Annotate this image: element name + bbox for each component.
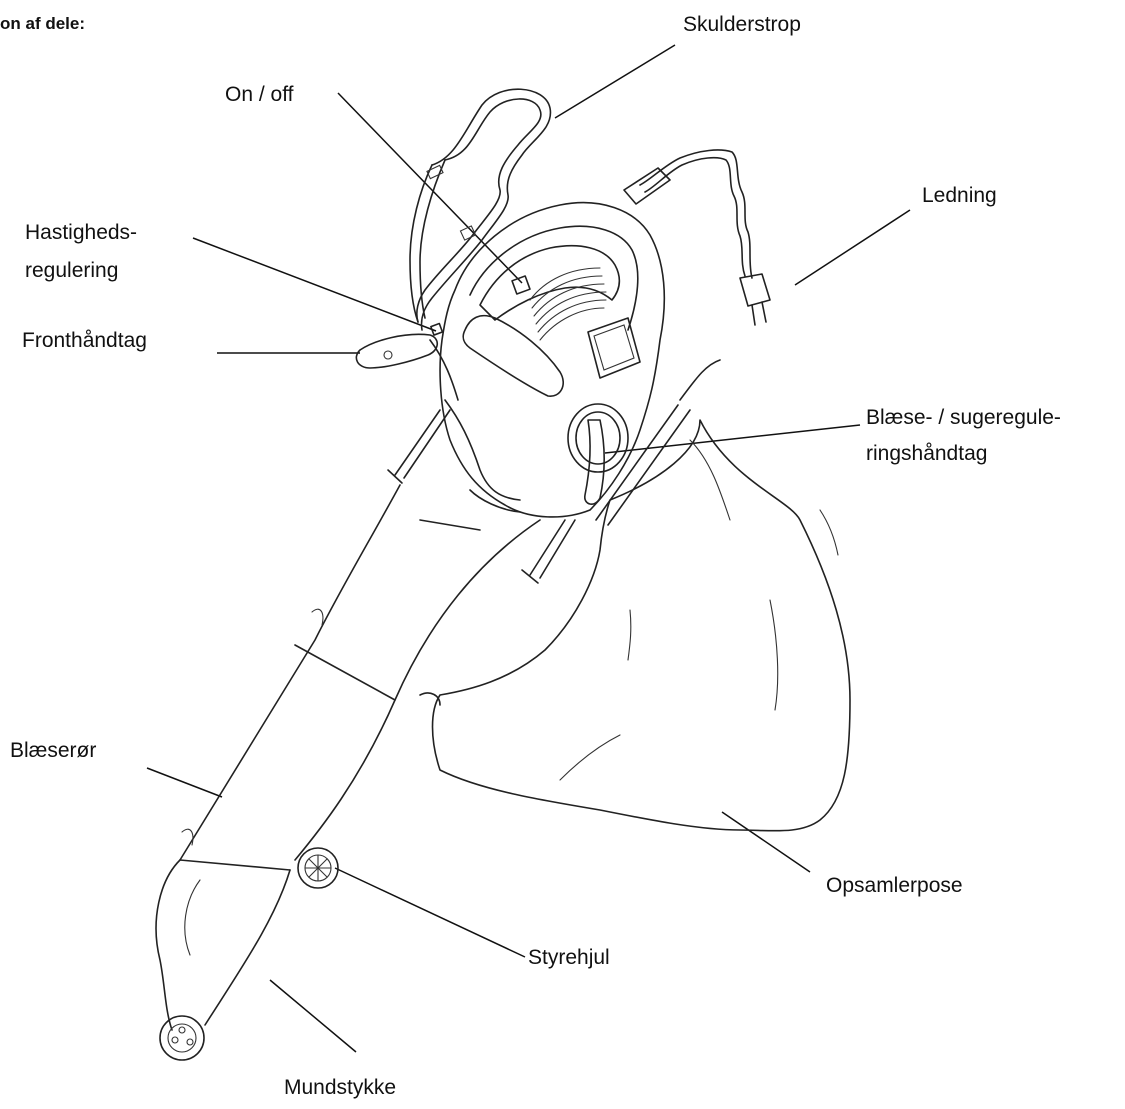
shoulder-strap bbox=[410, 89, 550, 330]
leader-blaeseror bbox=[147, 768, 222, 797]
body-bracket bbox=[388, 400, 575, 583]
label-hastigheds-line1: Hastigheds- bbox=[25, 220, 137, 246]
label-blaeseror: Blæserør bbox=[10, 738, 96, 764]
blower-tube bbox=[180, 485, 540, 870]
nozzle bbox=[156, 860, 290, 1060]
leader-ledning bbox=[795, 210, 910, 285]
leader-opsamlerpose bbox=[722, 812, 810, 872]
label-skulderstrop: Skulderstrop bbox=[683, 12, 801, 38]
leader-styrehjul bbox=[335, 868, 525, 957]
blow-suck-selector bbox=[568, 404, 628, 504]
label-ledning: Ledning bbox=[922, 183, 997, 209]
label-styrehjul: Styrehjul bbox=[528, 945, 610, 971]
leader-on-off bbox=[338, 93, 522, 283]
leader-hastigheds bbox=[193, 238, 436, 331]
leader-lines bbox=[147, 45, 910, 1052]
collection-bag bbox=[420, 420, 850, 831]
label-opsamlerpose: Opsamlerpose bbox=[826, 873, 963, 899]
power-cord bbox=[624, 150, 770, 325]
on-off-switch bbox=[512, 276, 530, 294]
label-hastigheds-line2: regulering bbox=[25, 258, 118, 284]
speed-dial bbox=[431, 324, 443, 336]
label-mundstykke: Mundstykke bbox=[284, 1075, 396, 1101]
guide-wheel bbox=[298, 848, 338, 888]
leader-mundstykke bbox=[270, 980, 356, 1052]
label-blaese-line2: ringshåndtag bbox=[866, 441, 987, 467]
label-blaese-line1: Blæse- / sugeregule- bbox=[866, 405, 1061, 431]
motor-housing bbox=[431, 203, 664, 517]
leader-blaese bbox=[605, 425, 860, 453]
leader-skulderstrop bbox=[555, 45, 675, 118]
front-handle bbox=[356, 334, 458, 400]
label-on-off: On / off bbox=[225, 82, 294, 108]
label-fronthandtag: Fronthåndtag bbox=[22, 328, 147, 354]
